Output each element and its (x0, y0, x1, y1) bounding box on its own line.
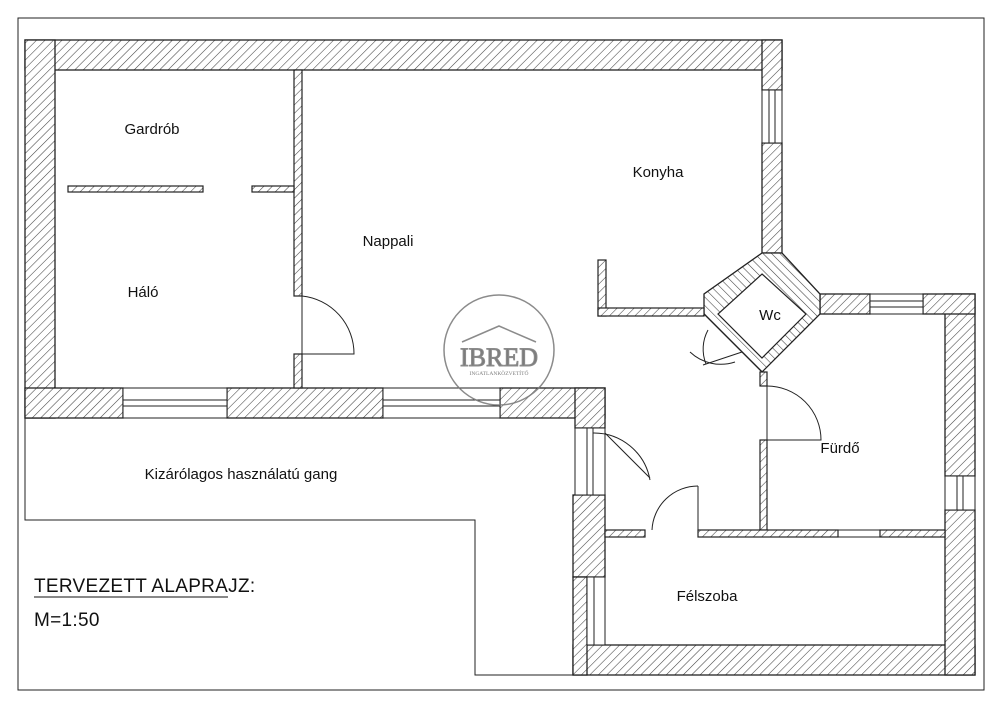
room-label-gang: Kizárólagos használatú gang (145, 466, 338, 483)
watermark-name: IBRED (460, 343, 538, 372)
room-label-nappali: Nappali (363, 233, 414, 250)
windows (122, 89, 976, 646)
walls (24, 39, 976, 676)
partitions (67, 69, 946, 538)
room-label-gardrob: Gardrób (124, 121, 179, 138)
drawing-frame (17, 17, 985, 691)
doors (301, 295, 822, 531)
room-label-wc: Wc (759, 307, 781, 324)
wc-room (717, 273, 807, 359)
room-label-halo: Háló (128, 284, 159, 301)
room-label-konyha: Konyha (633, 164, 685, 181)
plan-scale: M=1:50 (34, 610, 100, 631)
gang-outline (24, 418, 573, 676)
room-label-furdo: Fürdő (820, 440, 859, 457)
watermark-logo: IBRED INGATLANKÖZVETÍTŐ (443, 294, 555, 406)
room-label-felszoba: Félszoba (677, 588, 739, 605)
watermark-tagline: INGATLANKÖZVETÍTŐ (470, 369, 529, 377)
plan-title: TERVEZETT ALAPRAJZ: (34, 576, 255, 597)
